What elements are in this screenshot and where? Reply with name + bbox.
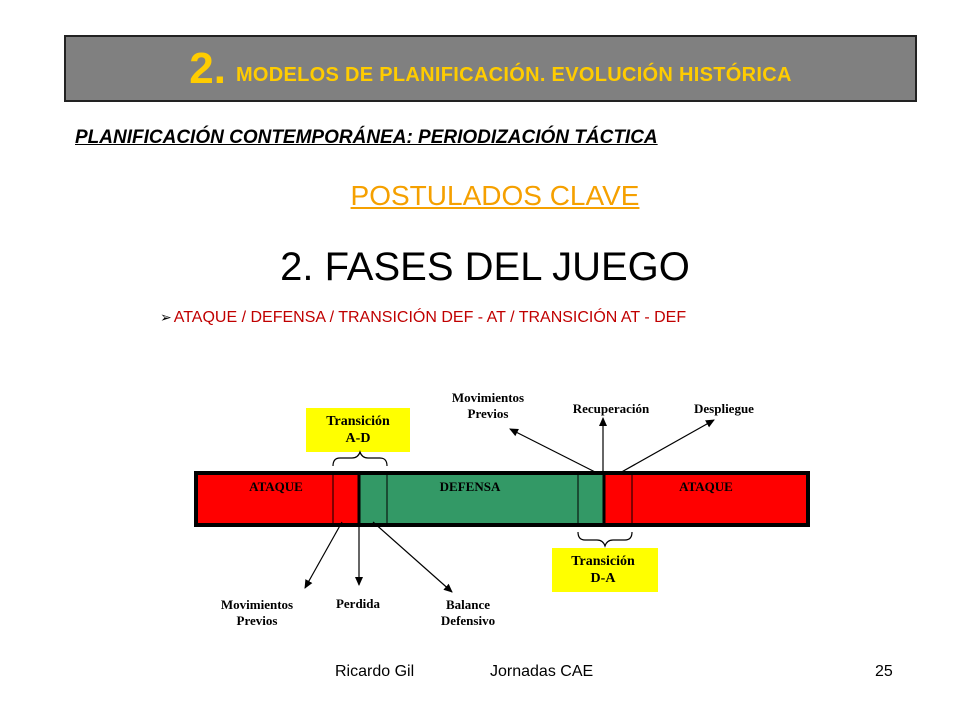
top-label-despliegue: Despliegue	[694, 401, 754, 416]
bullet-line: ➢ATAQUE / DEFENSA / TRANSICIÓN DEF - AT …	[160, 309, 686, 327]
arrow-movimientos-top	[509, 428, 604, 477]
bottom-label-movimientos-2: Previos	[237, 613, 278, 628]
bullet-text: ATAQUE / DEFENSA / TRANSICIÓN DEF - AT /…	[173, 309, 687, 326]
arrow-despliegue	[617, 419, 715, 475]
transition-da-line1: Transición	[571, 554, 635, 569]
arrow-balance	[372, 521, 453, 593]
bottom-label-perdida: Perdida	[336, 596, 381, 611]
phases-diagram: Transición A-D Movimientos Previos Recup…	[194, 390, 810, 628]
bottom-label-balance-2: Defensivo	[441, 613, 495, 628]
brace-bottom-icon	[577, 531, 633, 548]
transition-ad-line2: A-D	[346, 431, 371, 446]
top-label-recuperacion: Recuperación	[573, 401, 650, 416]
transition-ad-line1: Transición	[326, 414, 390, 429]
footer-author: Ricardo Gil	[335, 663, 415, 680]
page-number: 25	[875, 663, 893, 680]
title-text: MODELOS DE PLANIFICACIÓN. EVOLUCIÓN HIST…	[235, 64, 792, 86]
title-bar: 2. MODELOS DE PLANIFICACIÓN. EVOLUCIÓN H…	[64, 35, 917, 102]
transition-da-box	[552, 548, 658, 592]
title-number: 2.	[189, 43, 226, 93]
bar-attack-right	[604, 475, 806, 523]
top-label-movimientos-2: Previos	[468, 406, 509, 421]
bar-label-defense: DEFENSA	[440, 479, 501, 494]
bar-label-attack-right: ATAQUE	[679, 479, 733, 494]
bar-label-attack-left: ATAQUE	[249, 479, 303, 494]
transition-da-line2: D-A	[591, 571, 617, 586]
bar-attack-left	[198, 475, 359, 523]
main-heading: 2. FASES DEL JUEGO	[280, 245, 690, 289]
arrow-movimientos-bottom	[304, 521, 343, 589]
footer-event: Jornadas CAE	[490, 663, 594, 680]
section-heading: POSTULADOS CLAVE	[350, 180, 640, 211]
subtitle: PLANIFICACIÓN CONTEMPORÁNEA: PERIODIZACI…	[75, 127, 658, 148]
transition-ad-box	[306, 408, 410, 452]
top-label-movimientos-1: Movimientos	[452, 390, 524, 405]
bullet-arrow-icon: ➢	[160, 309, 172, 325]
bottom-label-movimientos-1: Movimientos	[221, 597, 293, 612]
bottom-label-balance-1: Balance	[446, 597, 490, 612]
bar-defense	[359, 475, 604, 523]
brace-top-icon	[332, 450, 388, 467]
